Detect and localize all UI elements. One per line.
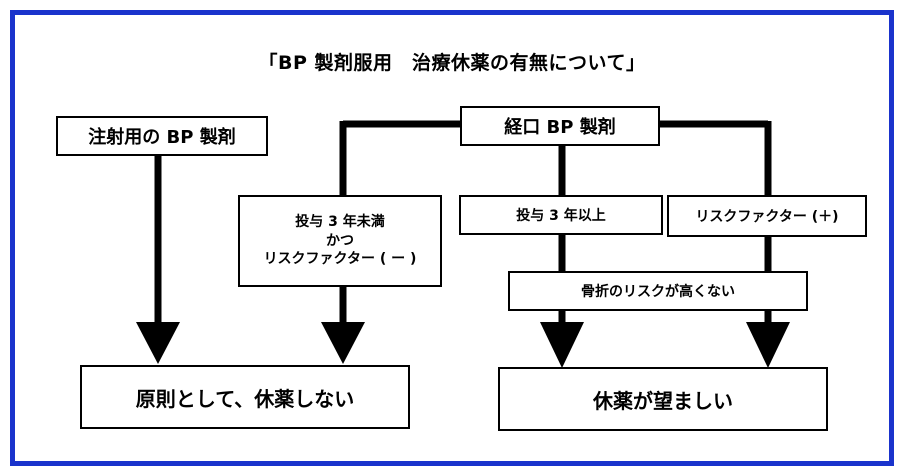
over3-years-box: 投与 3 年以上: [459, 195, 663, 235]
diagram-title: 「BP 製剤服用 治療休薬の有無について」: [258, 52, 646, 74]
withdrawal-box: 休薬が望ましい: [498, 367, 828, 431]
arrow-risk-plus: [746, 322, 790, 368]
injection-bp-box: 注射用の BP 製剤: [56, 116, 268, 156]
arrow-injection: [136, 322, 180, 364]
risk-factor-plus-box: リスクファクター (＋): [667, 195, 867, 237]
fracture-risk-box: 骨折のリスクが高くない: [508, 271, 808, 311]
arrow-under3: [321, 322, 365, 364]
diagram-frame: [10, 10, 894, 466]
oral-bp-box: 経口 BP 製剤: [460, 106, 660, 146]
no-withdrawal-box: 原則として、休薬しない: [80, 365, 410, 429]
under3-years-box: 投与 3 年未満 かつ リスクファクター ( ー ): [238, 195, 442, 287]
arrow-over3: [540, 322, 584, 368]
